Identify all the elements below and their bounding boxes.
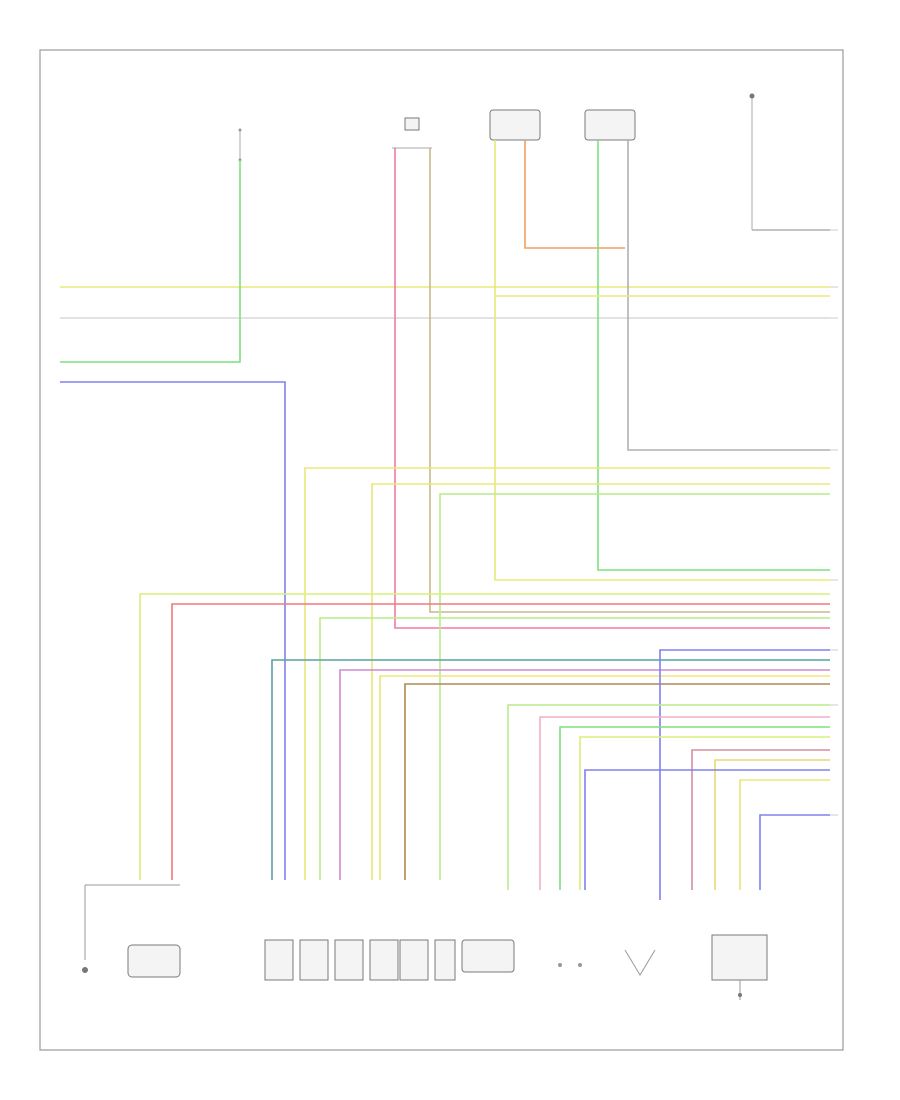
wire-pink-vertical [394, 148, 830, 629]
bottom-valve-left [127, 944, 181, 978]
wire-pink-low [539, 716, 830, 890]
wire-tan-vertical [429, 148, 830, 613]
wire-blue-right [659, 649, 830, 900]
wire-brown [404, 683, 830, 880]
wire-blue-right-low [759, 814, 830, 890]
top-relay-2 [584, 109, 636, 141]
wire-green-mid [439, 493, 830, 880]
bottom-switch-mid [558, 963, 582, 967]
wire-lightgreen-low-2 [579, 736, 830, 890]
wire-gray-relay2 [627, 140, 830, 451]
wire-orange-relay1 [524, 140, 625, 249]
bottom-sensor-right [624, 934, 768, 1000]
bottom-injectors [264, 939, 456, 981]
right-edge-ticks [830, 229, 838, 816]
top-relay-1 [489, 109, 541, 141]
wire-violet [339, 669, 830, 880]
wire-green-relay2 [597, 140, 830, 571]
wire-green-low [559, 726, 830, 890]
wire-yellow-mid-3 [379, 675, 830, 880]
wire-green-left [60, 160, 241, 363]
wire-lightgreen-low-1 [507, 704, 830, 890]
wire-yellow-relay1 [494, 140, 830, 581]
wire-lightgreen-mid [319, 617, 830, 880]
wire-pink-low-2 [691, 749, 830, 890]
bottom-sensor-mid [461, 939, 515, 973]
wire-blue-left [60, 381, 286, 880]
top-ground [749, 93, 755, 230]
top-switch-left [238, 128, 242, 162]
diagram-frame [39, 49, 844, 1051]
wire-blue-low [584, 769, 830, 890]
top-sensor-center [392, 117, 432, 149]
wire-tan-low [714, 759, 830, 890]
wire-yellow-mid-1 [304, 467, 830, 880]
wire-yellow-mid-2 [371, 483, 830, 880]
wire-group [60, 140, 830, 900]
wire-teal [271, 659, 830, 880]
wire-red-left [171, 603, 830, 880]
bottom-switch-left [82, 884, 180, 973]
wire-yellowgreen-left [139, 593, 830, 880]
wire-yellow-low [739, 779, 830, 890]
